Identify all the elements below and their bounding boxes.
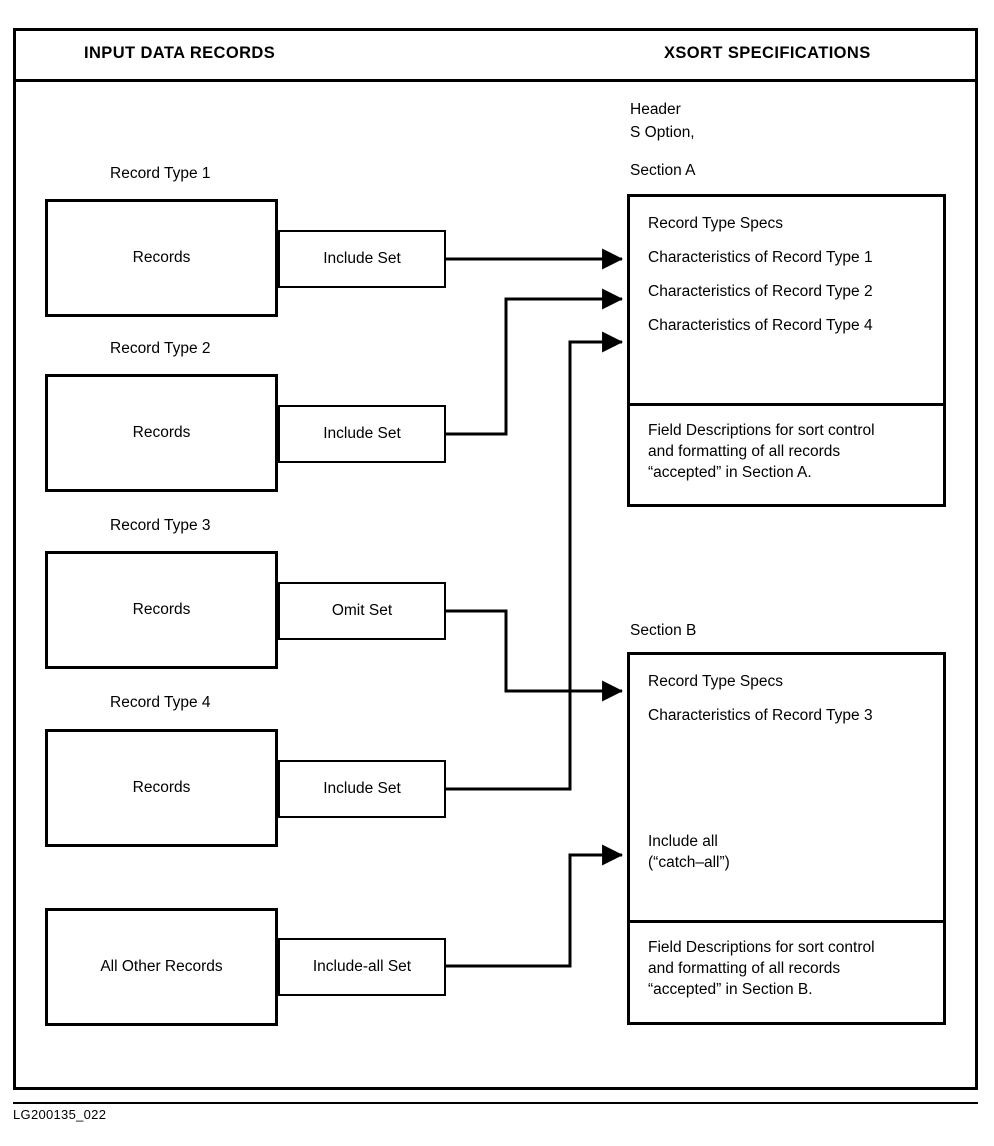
section-a-specs: Record Type Specs Characteristics of Rec… [630, 197, 943, 403]
section-b-desc-line-3: “accepted” in Section B. [648, 980, 813, 998]
section-a-box: Record Type Specs Characteristics of Rec… [627, 194, 946, 507]
section-b-label: Section B [630, 622, 697, 639]
section-a-spec-line-4: Characteristics of Record Type 4 [648, 317, 873, 334]
include-set-box-2: Include Set [278, 405, 446, 463]
include-set-label-4: Include Set [323, 780, 401, 797]
include-set-label-1: Include Set [323, 250, 401, 267]
record-box-1: Records [45, 199, 278, 317]
record-group-label-4: Record Type 4 [110, 694, 211, 711]
section-b-divider [630, 920, 943, 923]
header-line-1: Header [630, 101, 681, 118]
section-b-desc-line-2: and formatting of all records [648, 959, 841, 977]
section-b-field-descriptions: Field Descriptions for sort control and … [630, 923, 943, 1000]
record-group-label-2: Record Type 2 [110, 340, 211, 357]
column-title-input-data-records: INPUT DATA RECORDS [84, 44, 276, 62]
section-b-spec-line-1: Record Type Specs [648, 673, 783, 690]
record-box-label-all-other: All Other Records [100, 958, 223, 975]
record-group-label-3: Record Type 3 [110, 517, 211, 534]
section-a-divider [630, 403, 943, 406]
omit-set-box-3: Omit Set [278, 582, 446, 640]
record-box-label-3: Records [132, 601, 191, 618]
column-title-xsort-specifications: XSORT SPECIFICATIONS [664, 44, 871, 62]
title-divider [13, 79, 978, 82]
section-b-desc-line-1: Field Descriptions for sort control [648, 938, 875, 956]
record-box-all-other: All Other Records [45, 908, 278, 1026]
section-b-catch-all-line-1: Include all [648, 833, 718, 850]
record-box-label-1: Records [132, 249, 191, 266]
section-a-desc-line-2: and formatting of all records [648, 442, 841, 460]
record-group-label-1: Record Type 1 [110, 165, 211, 182]
omit-set-label-3: Omit Set [331, 602, 393, 619]
section-b-catch-all-line-2: (“catch–all”) [648, 854, 730, 871]
section-a-spec-line-2: Characteristics of Record Type 1 [648, 249, 873, 266]
record-box-label-2: Records [132, 424, 191, 441]
record-box-label-4: Records [132, 779, 191, 796]
record-box-4: Records [45, 729, 278, 847]
header-line-2: S Option, [630, 124, 695, 141]
section-b-box: Record Type Specs Characteristics of Rec… [627, 652, 946, 1025]
include-all-set-box: Include-all Set [278, 938, 446, 996]
section-b-specs: Record Type Specs Characteristics of Rec… [630, 655, 943, 920]
include-set-box-1: Include Set [278, 230, 446, 288]
figure-caption: LG200135_022 [13, 1107, 107, 1122]
include-set-box-4: Include Set [278, 760, 446, 818]
record-box-3: Records [45, 551, 278, 669]
section-a-spec-line-3: Characteristics of Record Type 2 [648, 283, 873, 300]
record-box-2: Records [45, 374, 278, 492]
section-a-spec-line-1: Record Type Specs [648, 215, 783, 232]
caption-divider [13, 1102, 978, 1104]
section-b-spec-line-2: Characteristics of Record Type 3 [648, 707, 873, 724]
section-a-field-descriptions: Field Descriptions for sort control and … [630, 406, 943, 483]
section-a-label: Section A [630, 162, 696, 179]
section-a-desc-line-1: Field Descriptions for sort control [648, 421, 875, 439]
include-all-set-label: Include-all Set [312, 958, 412, 975]
section-b-catch-all: Include all (“catch–all”) [648, 831, 730, 873]
section-a-desc-line-3: “accepted” in Section A. [648, 463, 812, 481]
include-set-label-2: Include Set [323, 425, 401, 442]
